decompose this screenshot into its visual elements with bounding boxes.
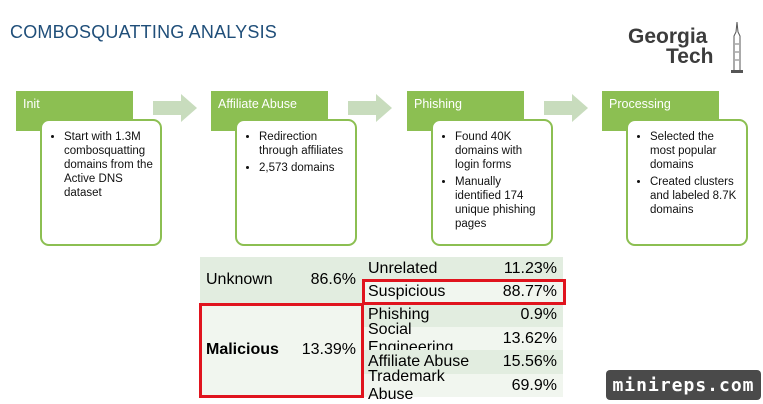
georgia-tech-logo: Georgia Tech xyxy=(628,22,748,78)
table-row-value: 88.77% xyxy=(483,280,563,303)
table-row-value: 11.23% xyxy=(483,257,563,280)
stage-details-phishing: Found 40K domains with login forms Manua… xyxy=(431,119,553,246)
unknown-value: 86.6% xyxy=(310,271,356,288)
stage-details-affiliate-abuse: Redirection through affiliates 2,573 dom… xyxy=(235,119,357,246)
row-label-phishing: Phishing xyxy=(368,306,430,323)
row-label-suspicious: Suspicious xyxy=(368,282,446,300)
bullet-item: Redirection through affiliates xyxy=(259,130,349,158)
row-label-affiliate-abuse: Affiliate Abuse xyxy=(368,353,470,370)
logo-text-line2: Tech xyxy=(666,45,714,68)
row-value-trademark-abuse: 69.9% xyxy=(511,376,557,394)
malicious-value: 13.39% xyxy=(301,341,356,358)
table-row-label: Social Engineering xyxy=(362,321,483,356)
bullet-item: Manually identified 174 unique phishing … xyxy=(455,175,545,231)
table-row-value: 13.62% xyxy=(483,327,563,350)
row-label-trademark-abuse: Trademark Abuse xyxy=(368,367,445,403)
table-row-label: Trademark Abuse xyxy=(362,368,483,403)
arrow-right-icon xyxy=(153,94,197,122)
table-row-label: Phishing xyxy=(362,303,483,327)
table-row-value: 69.9% xyxy=(483,374,563,397)
row-value-social-engineering: 13.62% xyxy=(502,329,557,347)
unknown-value-cell: 86.6% xyxy=(292,257,362,303)
table-row-label: Suspicious xyxy=(362,280,483,303)
bullet-item: Found 40K domains with login forms xyxy=(455,130,545,172)
row-value-phishing: 0.9% xyxy=(520,306,557,323)
malicious-label-cell: Malicious xyxy=(200,303,292,397)
table-row-label: Unrelated xyxy=(362,257,483,280)
arrow-right-icon xyxy=(544,94,588,122)
malicious-value-cell: 13.39% xyxy=(292,303,362,397)
stage-details-init: Start with 1.3M combosquatting domains f… xyxy=(40,119,162,246)
bullet-item: 2,573 domains xyxy=(259,161,349,175)
malicious-highlight xyxy=(199,303,364,398)
bullet-item: Start with 1.3M combosquatting domains f… xyxy=(64,130,154,200)
row-label-unrelated: Unrelated xyxy=(368,259,438,277)
logo-text-line1: Georgia xyxy=(628,25,708,48)
bullet-item: Created clusters and labeled 8.7K domain… xyxy=(650,175,740,217)
row-value-unrelated: 11.23% xyxy=(503,259,557,277)
unknown-label: Unknown xyxy=(206,271,273,288)
table-row-value: 15.56% xyxy=(483,350,563,374)
stage-details-processing: Selected the most popular domains Create… xyxy=(626,119,748,246)
slide-title: COMBOSQUATTING ANALYSIS xyxy=(10,22,277,42)
row-value-affiliate-abuse: 15.56% xyxy=(502,353,557,370)
unknown-label-cell: Unknown xyxy=(200,257,292,303)
watermark: minireps.com xyxy=(606,370,761,400)
tech-tower-icon xyxy=(731,22,743,73)
row-value-suspicious: 88.77% xyxy=(502,282,557,300)
bullet-item: Selected the most popular domains xyxy=(650,130,740,172)
malicious-label: Malicious xyxy=(206,341,279,358)
table-row-value: 0.9% xyxy=(483,303,563,327)
arrow-right-icon xyxy=(348,94,392,122)
suspicious-highlight xyxy=(362,279,566,305)
table-row-label: Affiliate Abuse xyxy=(362,350,483,374)
